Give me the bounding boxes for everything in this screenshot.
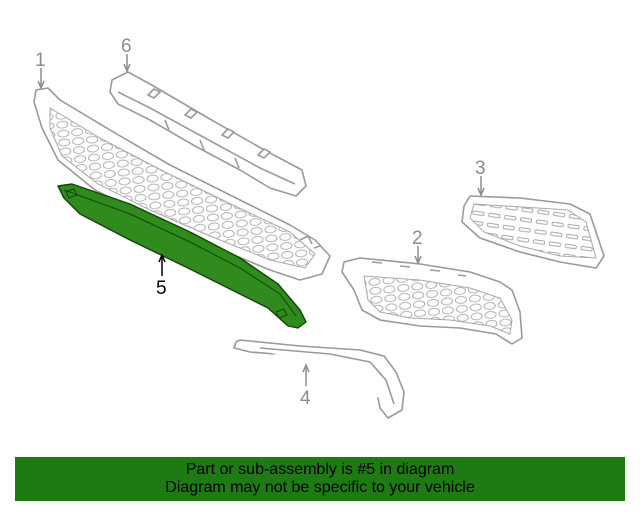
leader-4-arrow (302, 363, 310, 373)
leader-3-arrow (477, 187, 485, 197)
leader-6-arrow (123, 63, 131, 73)
part-3-side-grille (461, 195, 605, 269)
leader-1-arrow (37, 80, 45, 90)
callout-leaders (37, 54, 485, 386)
callout-1: 1 (35, 50, 46, 71)
callout-5: 5 (156, 278, 167, 299)
banner-line-disclaimer: Diagram may not be specific to your vehi… (165, 479, 475, 496)
part-5-deflector-strip (57, 183, 307, 329)
callout-4: 4 (300, 388, 311, 409)
callout-3: 3 (475, 158, 486, 179)
leader-5-arrow (158, 253, 166, 263)
banner-line-part: Part or sub-assembly is #5 in diagram (185, 461, 455, 478)
part-4-molding (233, 339, 405, 419)
part-2-fog-grille (341, 257, 523, 345)
part-6-bracket (109, 71, 307, 197)
info-banner: Part or sub-assembly is #5 in diagram Di… (15, 457, 625, 501)
callout-6: 6 (121, 36, 132, 57)
leader-2-arrow (414, 255, 422, 265)
part-1-lower-grille (33, 87, 331, 281)
callout-2: 2 (412, 228, 423, 249)
